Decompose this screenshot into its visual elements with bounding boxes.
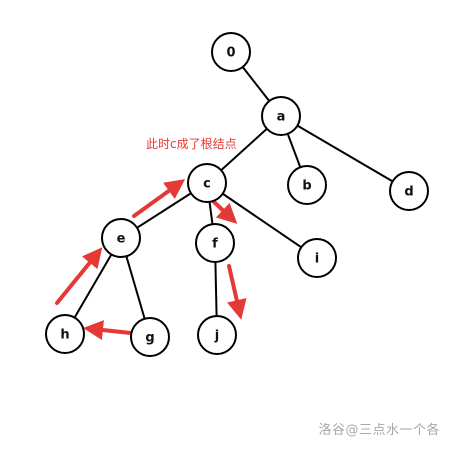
node-circle-h (45, 314, 85, 354)
edge-c-i (206, 182, 318, 259)
annotation-text: 此时c成了根结点 (146, 137, 237, 151)
red-arrow-4 (210, 198, 238, 224)
watermark: 洛谷@三点水一个各 (318, 423, 440, 438)
node-label-h: h (60, 328, 69, 343)
node-label-f: f (212, 237, 218, 252)
node-circle-c (187, 163, 227, 203)
node-f: f (195, 223, 235, 263)
nodes-layer: 0 a b d c e f i h g j (45, 32, 429, 357)
node-i: i (297, 238, 337, 278)
node-circle-i (297, 238, 337, 278)
node-c: c (187, 163, 227, 203)
node-label-0: 0 (226, 46, 235, 61)
red-arrow-1 (132, 179, 186, 218)
arrows-layer (55, 179, 247, 340)
edge-a-d (280, 115, 410, 192)
node-label-j: j (214, 329, 219, 344)
node-e: e (101, 218, 141, 258)
red-arrow-2 (55, 247, 103, 305)
node-label-b: b (302, 179, 311, 194)
node-label-d: d (404, 185, 413, 200)
node-label-g: g (145, 331, 154, 346)
node-circle-0 (211, 32, 251, 72)
node-label-a: a (277, 110, 286, 125)
node-d: d (389, 171, 429, 211)
node-h: h (45, 314, 85, 354)
node-circle-a (261, 96, 301, 136)
node-circle-d (389, 171, 429, 211)
node-circle-f (195, 223, 235, 263)
node-label-c: c (203, 177, 211, 192)
node-circle-e (101, 218, 141, 258)
node-label-e: e (117, 232, 126, 247)
node-label-i: i (315, 252, 319, 267)
node-circle-j (197, 315, 237, 355)
node-a: a (261, 96, 301, 136)
red-arrow-3 (83, 320, 133, 340)
node-b: b (287, 165, 327, 205)
node-circle-g (130, 317, 170, 357)
node-0: 0 (211, 32, 251, 72)
node-circle-b (287, 165, 327, 205)
node-j: j (197, 315, 237, 355)
node-g: g (130, 317, 170, 357)
red-arrow-5 (227, 264, 247, 320)
